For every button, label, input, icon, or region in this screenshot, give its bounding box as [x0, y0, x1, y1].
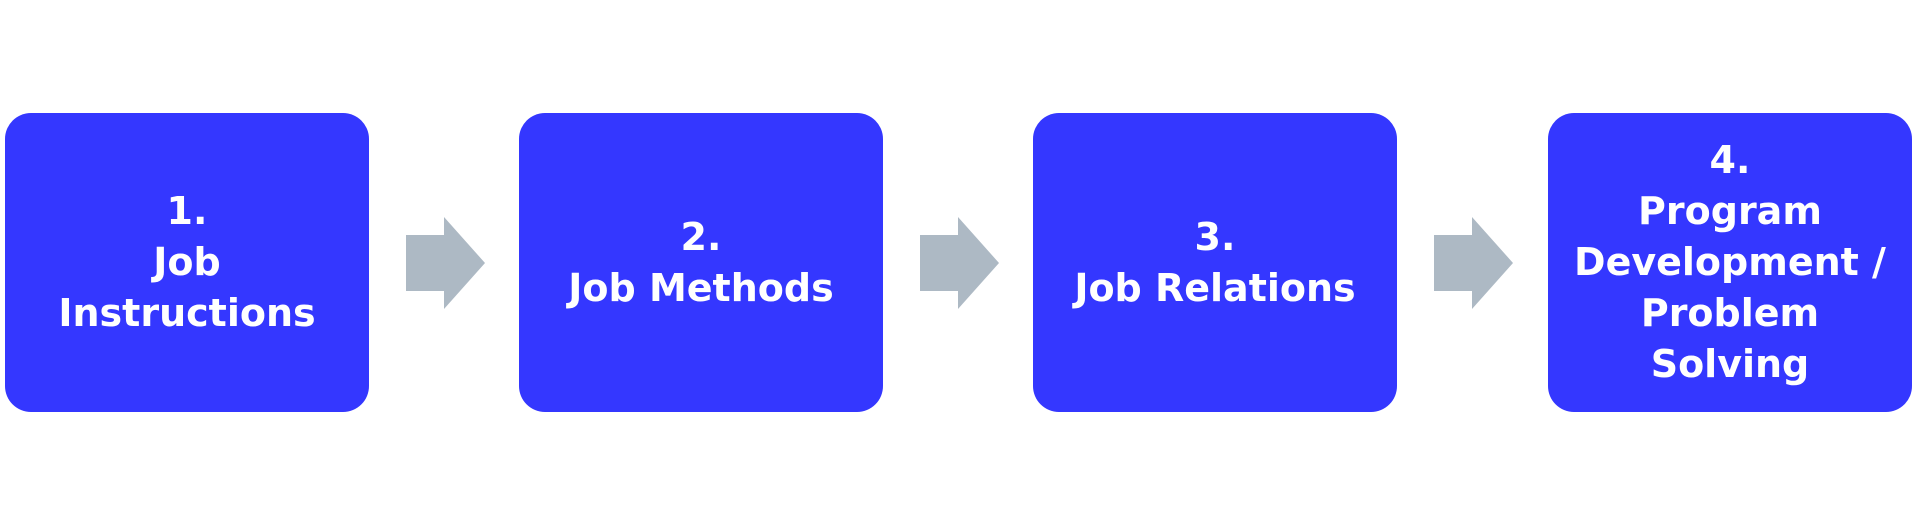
step-3-text: 3. Job Relations — [1074, 212, 1355, 314]
step-3-number: 3. — [1194, 214, 1236, 259]
arrow-right-icon — [920, 217, 999, 309]
step-4-line-1: Program — [1638, 189, 1822, 233]
step-2-line-1: Job Methods — [568, 265, 834, 310]
step-2-box: 2. Job Methods — [519, 113, 883, 412]
step-1-text: 1. Job Instructions — [58, 186, 315, 339]
step-4-line-2: Development / — [1574, 240, 1886, 284]
step-1-line-2: Instructions — [58, 291, 316, 335]
step-4-line-3: Problem — [1640, 291, 1820, 335]
step-3-box: 3. Job Relations — [1033, 113, 1397, 412]
step-2-number: 2. — [680, 214, 722, 259]
step-1-box: 1. Job Instructions — [5, 113, 369, 412]
step-4-line-4: Solving — [1650, 342, 1810, 386]
arrow-right-icon — [1434, 217, 1513, 309]
step-4-number: 4. — [1709, 138, 1751, 182]
arrow-right-icon — [406, 217, 485, 309]
step-1-line-1: Job — [153, 240, 221, 284]
step-4-text: 4. Program Development / Problem Solving — [1574, 135, 1886, 390]
step-3-line-1: Job Relations — [1074, 265, 1356, 310]
step-4-box: 4. Program Development / Problem Solving — [1548, 113, 1912, 412]
step-1-number: 1. — [166, 189, 208, 233]
step-2-text: 2. Job Methods — [568, 212, 833, 314]
